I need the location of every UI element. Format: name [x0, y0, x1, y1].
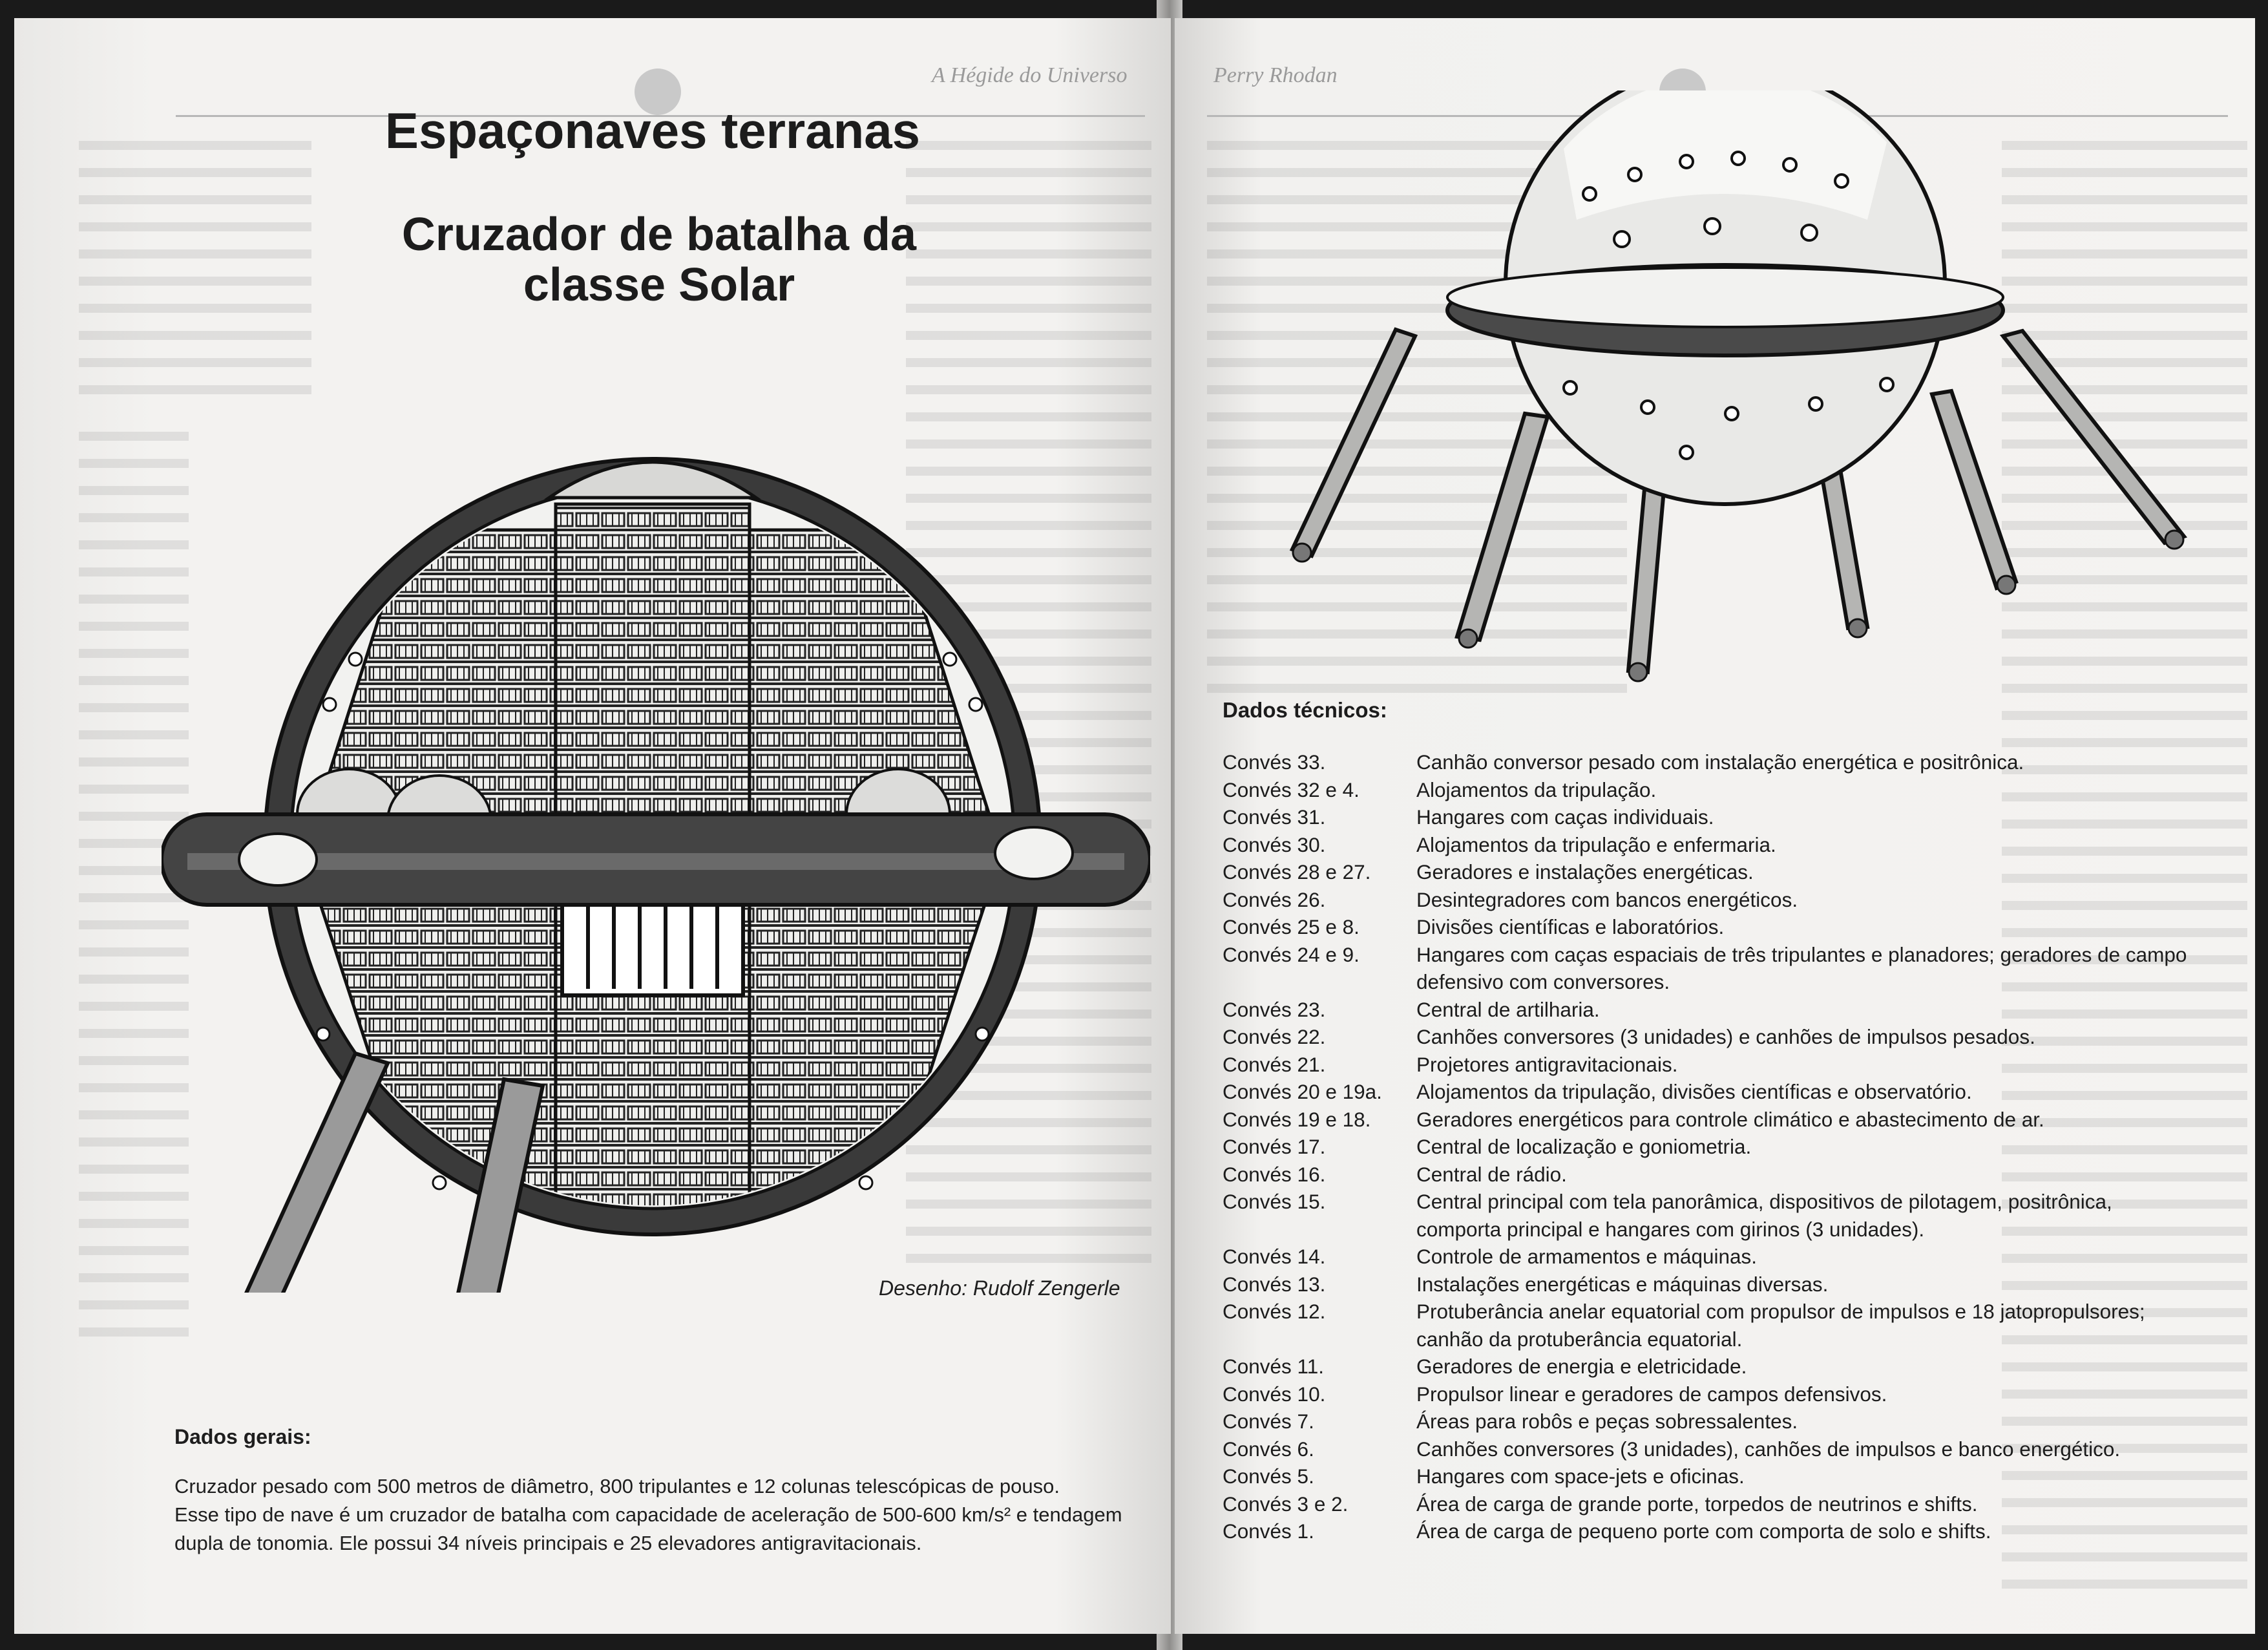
show-through-text: [79, 141, 311, 412]
deck-number: Convés 23.: [1223, 997, 1326, 1021]
cruiser-cutaway-drawing: [162, 457, 1150, 1293]
deck-description: Alojamentos da tripulação, divisões cien…: [1416, 1080, 1972, 1103]
technical-data-section: Dados técnicos: Convés 33. Canhão convers…: [1223, 698, 2192, 1545]
deck-number: Convés 25 e 8.: [1223, 915, 1360, 938]
deck-description: Geradores energéticos para controle clim…: [1416, 1107, 2044, 1131]
general-data-line: Esse tipo de nave é um cruzador de batal…: [174, 1503, 1122, 1554]
deck-description: Geradores de energia e eletricidade.: [1416, 1355, 1747, 1378]
deck-row: Convés 33. Canhão conversor pesado com in…: [1223, 748, 2192, 776]
deck-description: Central principal com tela panorâmica, d…: [1416, 1190, 2112, 1241]
deck-description: Hangares com space-jets e oficinas.: [1416, 1465, 1745, 1488]
deck-number: Convés 5.: [1223, 1465, 1314, 1488]
deck-description: Hangares com caças espaciais de três tri…: [1416, 942, 2187, 994]
deck-number: Convés 31.: [1223, 805, 1326, 829]
deck-number: Convés 21.: [1223, 1052, 1326, 1076]
deck-description: Instalações energéticas e máquinas diver…: [1416, 1272, 1829, 1296]
deck-description: Hangares com caças individuais.: [1416, 805, 1714, 829]
deck-row: Convés 11. Geradores de energia e eletric…: [1223, 1353, 2192, 1380]
deck-row: Convés 13. Instalações energéticas e máqu…: [1223, 1271, 2192, 1298]
deck-number: Convés 32 e 4.: [1223, 777, 1360, 801]
show-through-text: [79, 432, 189, 1349]
deck-description: Áreas para robôs e peças sobressalentes.: [1416, 1410, 1798, 1433]
deck-row: Convés 28 e 27. Geradores e instalações e…: [1223, 858, 2192, 886]
deck-number: Convés 10.: [1223, 1382, 1326, 1406]
deck-row: Convés 25 e 8. Divisões científicas e lab…: [1223, 913, 2192, 941]
deck-number: Convés 30.: [1223, 832, 1326, 856]
deck-number: Convés 15.: [1223, 1190, 1326, 1213]
deck-description: Alojamentos da tripulação.: [1416, 777, 1657, 801]
deck-description: Canhões conversores (3 unidades) e canhõ…: [1416, 1025, 2035, 1048]
deck-row: Convés 30. Alojamentos da tripulação e en…: [1223, 831, 2192, 859]
deck-number: Convés 26.: [1223, 887, 1326, 911]
deck-number: Convés 16.: [1223, 1162, 1326, 1186]
deck-row: Convés 32 e 4. Alojamentos da tripulação.: [1223, 776, 2192, 804]
deck-number: Convés 3 e 2.: [1223, 1492, 1349, 1516]
deck-description: Central de localização e goniometria.: [1416, 1135, 1752, 1158]
deck-description: Central de rádio.: [1416, 1162, 1567, 1186]
page-title: Espaçonaves terranas: [384, 102, 921, 159]
page-badge: [635, 69, 681, 115]
deck-row: Convés 12. Protuberância anelar equatoria…: [1223, 1298, 2192, 1353]
deck-row: Convés 26. Desintegradores com bancos ene…: [1223, 886, 2192, 914]
deck-number: Convés 1.: [1223, 1519, 1314, 1543]
deck-row: Convés 17. Central de localização e gonio…: [1223, 1133, 2192, 1161]
general-data-section: Dados gerais: Cruzador pesado com 500 me…: [174, 1425, 1157, 1558]
deck-description: Protuberância anelar equatorial com prop…: [1416, 1300, 2145, 1351]
deck-row: Convés 21. Projetores antigravitacionais.: [1223, 1051, 2192, 1079]
deck-number: Convés 13.: [1223, 1272, 1326, 1296]
deck-description: Geradores e instalações energéticas.: [1416, 860, 1754, 883]
deck-number: Convés 7.: [1223, 1410, 1314, 1433]
illustration-credit: Desenho: Rudolf Zengerle: [879, 1276, 1120, 1300]
deck-list: Convés 33. Canhão conversor pesado com in…: [1223, 748, 2192, 1545]
header-rule: [176, 115, 1145, 117]
deck-row: Convés 16. Central de rádio.: [1223, 1161, 2192, 1189]
deck-number: Convés 24 e 9.: [1223, 942, 1360, 966]
deck-row: Convés 20 e 19a. Alojamentos da tripulaçã…: [1223, 1078, 2192, 1106]
running-head: A Hégide do Universo: [932, 63, 1128, 87]
deck-description: Canhão conversor pesado com instalação e…: [1416, 750, 2024, 774]
deck-description: Projetores antigravitacionais.: [1416, 1052, 1678, 1076]
deck-number: Convés 14.: [1223, 1245, 1326, 1268]
deck-row: Convés 6. Canhões conversores (3 unidades…: [1223, 1435, 2192, 1463]
deck-row: Convés 23. Central de artilharia.: [1223, 996, 2192, 1024]
deck-row: Convés 31. Hangares com caças individuais…: [1223, 803, 2192, 831]
cruiser-landed-drawing: [1289, 90, 2187, 682]
deck-number: Convés 28 e 27.: [1223, 860, 1371, 883]
deck-row: Convés 22. Canhões conversores (3 unidade…: [1223, 1023, 2192, 1051]
deck-number: Convés 11.: [1223, 1355, 1325, 1378]
general-data-line: Cruzador pesado com 500 metros de diâmet…: [174, 1475, 1060, 1497]
deck-row: Convés 3 e 2. Área de carga de grande por…: [1223, 1490, 2192, 1518]
deck-description: Divisões científicas e laboratórios.: [1416, 915, 1725, 938]
deck-description: Desintegradores com bancos energéticos.: [1416, 887, 1798, 911]
deck-row: Convés 5. Hangares com space-jets e ofici…: [1223, 1463, 2192, 1490]
deck-number: Convés 6.: [1223, 1437, 1314, 1461]
deck-number: Convés 22.: [1223, 1025, 1326, 1048]
deck-row: Convés 7. Áreas para robôs e peças sobres…: [1223, 1408, 2192, 1435]
deck-description: Canhões conversores (3 unidades), canhõe…: [1416, 1437, 2121, 1461]
deck-description: Área de carga de grande porte, torpedos …: [1416, 1492, 1978, 1516]
deck-description: Controle de armamentos e máquinas.: [1416, 1245, 1758, 1268]
technical-data-heading: Dados técnicos:: [1223, 698, 1387, 722]
deck-number: Convés 33.: [1223, 750, 1326, 774]
deck-description: Central de artilharia.: [1416, 997, 1600, 1021]
deck-number: Convés 17.: [1223, 1135, 1326, 1158]
deck-row: Convés 10. Propulsor linear e geradores d…: [1223, 1380, 2192, 1408]
deck-row: Convés 14. Controle de armamentos e máqui…: [1223, 1243, 2192, 1271]
deck-row: Convés 1. Área de carga de pequeno porte …: [1223, 1518, 2192, 1545]
running-head: Perry Rhodan: [1213, 63, 1338, 87]
deck-row: Convés 24 e 9. Hangares com caças espacia…: [1223, 941, 2192, 996]
deck-description: Propulsor linear e geradores de campos d…: [1416, 1382, 1887, 1406]
deck-row: Convés 19 e 18. Geradores energéticos par…: [1223, 1106, 2192, 1134]
page-subtitle: Cruzador de batalha da classe Solar: [401, 209, 917, 311]
deck-number: Convés 19 e 18.: [1223, 1107, 1371, 1131]
deck-row: Convés 15. Central principal com tela pan…: [1223, 1188, 2192, 1243]
deck-description: Alojamentos da tripulação e enfermaria.: [1416, 832, 1776, 856]
deck-number: Convés 12.: [1223, 1300, 1326, 1323]
deck-number: Convés 20 e 19a.: [1223, 1080, 1382, 1103]
general-data-heading: Dados gerais:: [174, 1425, 311, 1448]
deck-description: Área de carga de pequeno porte com compo…: [1416, 1519, 1991, 1543]
